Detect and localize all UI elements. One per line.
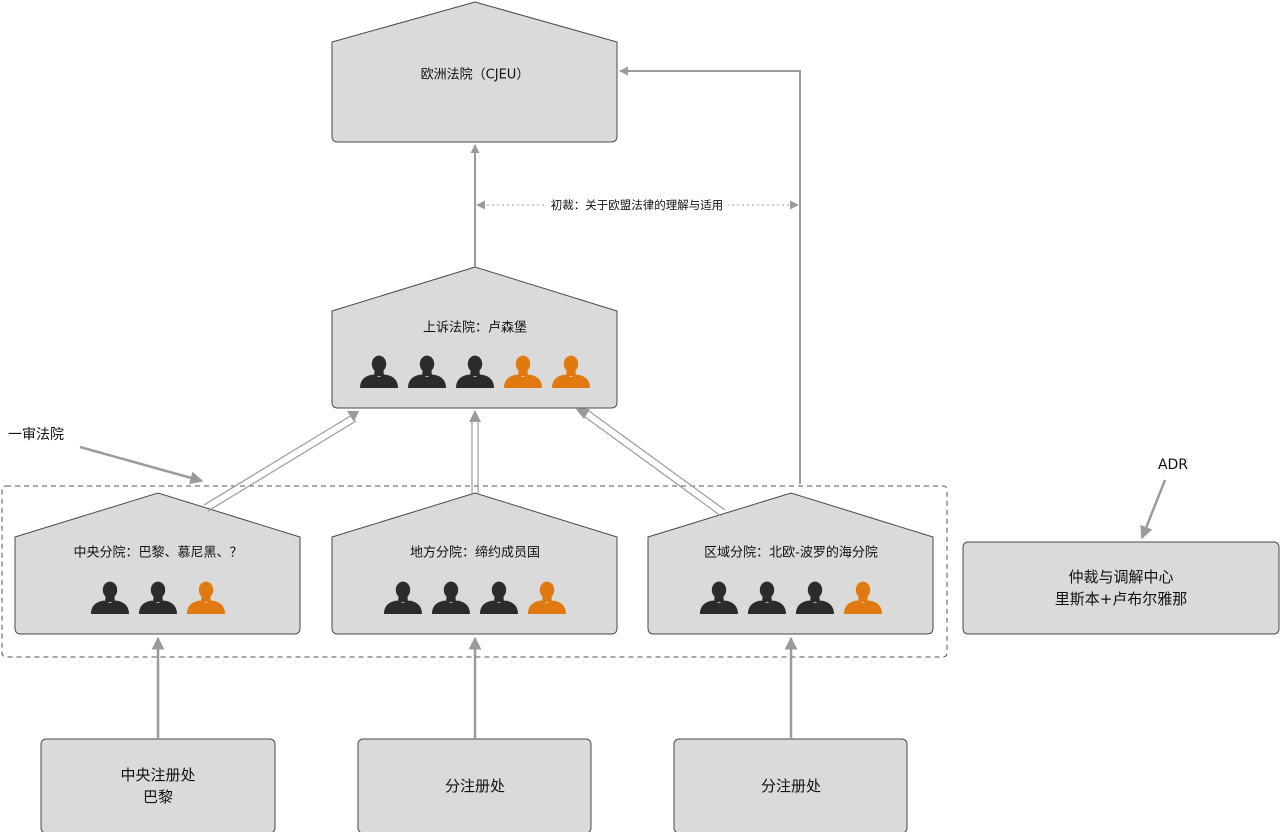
regional-division-label: 区域分院：北欧-波罗的海分院 bbox=[704, 545, 878, 561]
central-division-judges-row bbox=[91, 581, 225, 614]
adr-label: ADR bbox=[1157, 457, 1189, 473]
adr-pointer bbox=[1140, 479, 1167, 540]
central-registry-line-1: 中央注册处 bbox=[120, 766, 196, 784]
sub-registry-label-2: 分注册处 bbox=[760, 777, 822, 795]
local-division-label: 地方分院：缔约成员国 bbox=[409, 545, 541, 561]
arbitration-centre-box bbox=[962, 541, 1280, 635]
sub-registry-label-1: 分注册处 bbox=[444, 777, 506, 795]
arrow-regional-to-cjeu bbox=[619, 66, 801, 484]
appeal-court-box bbox=[331, 266, 618, 409]
cjeu-box bbox=[331, 1, 618, 143]
central-division-box bbox=[14, 492, 301, 635]
local-division-box bbox=[331, 492, 618, 635]
preliminary-ruling-label: 初裁：关于欧盟法律的理解与适用 bbox=[546, 197, 728, 213]
regional-division-box bbox=[647, 492, 934, 635]
arrow-regional-to-appeal bbox=[575, 408, 726, 517]
central-registry-line-2: 巴黎 bbox=[142, 788, 174, 806]
central-registry-label: 中央注册处 巴黎 bbox=[120, 764, 195, 808]
first-instance-frame bbox=[1, 485, 948, 658]
arbitration-centre-label: 仲裁与调解中心 里斯本+卢布尔雅那 bbox=[1055, 566, 1188, 610]
arbitration-line-2: 里斯本+卢布尔雅那 bbox=[1054, 590, 1188, 608]
first-instance-label: 一审法院 bbox=[8, 427, 64, 443]
arbitration-line-1: 仲裁与调解中心 bbox=[1068, 568, 1174, 586]
cjeu-label: 欧洲法院（CJEU） bbox=[420, 67, 530, 83]
central-division-label: 中央分院：巴黎、慕尼黑、？ bbox=[73, 545, 243, 561]
arrow-central-to-appeal bbox=[203, 411, 359, 512]
appeal-court-label: 上诉法院：卢森堡 bbox=[422, 320, 528, 336]
first-instance-pointer bbox=[79, 445, 204, 485]
arrow-local-to-appeal bbox=[469, 410, 481, 493]
